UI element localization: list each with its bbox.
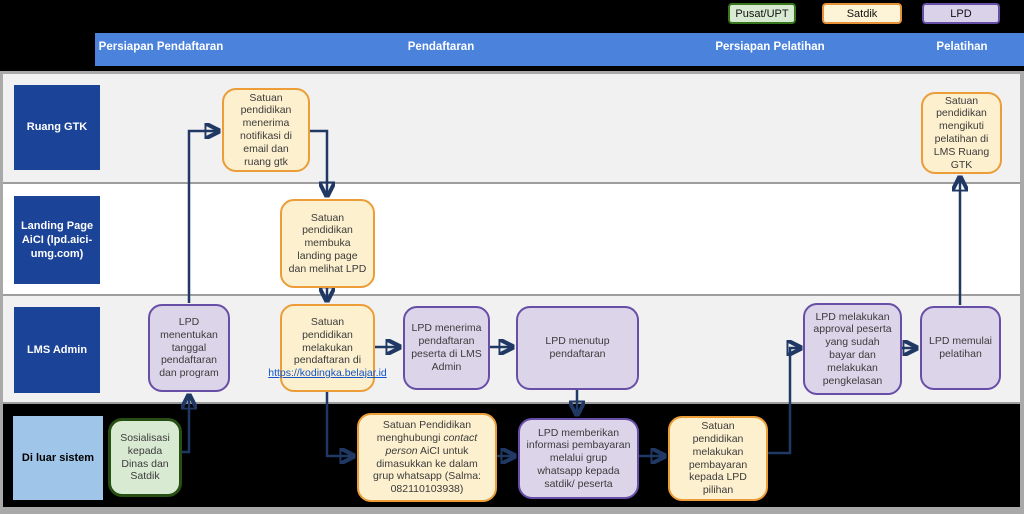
phase-pendaftaran: Pendaftaran bbox=[407, 41, 475, 53]
node-lpd-approval-pengkelasan: LPD melakukan approval peserta yang suda… bbox=[803, 303, 902, 395]
legend-satdik: Satdik bbox=[822, 3, 902, 24]
node-sosialisasi-dinas-satdik: Sosialisasi kepada Dinas dan Satdik bbox=[108, 418, 182, 497]
node-lpd-memulai-pelatihan: LPD memulai pelatihan bbox=[920, 306, 1001, 390]
kodingka-belajar-link[interactable]: https://kodingka.belajar.id bbox=[268, 367, 387, 380]
node-lpd-menentukan-tanggal: LPD menentukan tanggal pendaftaran dan p… bbox=[148, 304, 230, 392]
node-satdik-mengikuti-pelatihan: Satuan pendidikan mengikuti pelatihan di… bbox=[921, 92, 1002, 174]
lane-label-di-luar-sistem: Di luar sistem bbox=[13, 416, 103, 500]
node-text: Satuan Pendidikan menghubungi contact pe… bbox=[373, 419, 481, 496]
lane-label-ruang-gtk: Ruang GTK bbox=[14, 85, 100, 170]
node-lpd-menutup-pendaftaran: LPD menutup pendaftaran bbox=[516, 306, 639, 390]
node-satdik-melakukan-pembayaran: Satuan pendidikan melakukan pembayaran k… bbox=[668, 416, 768, 501]
phase-persiapan-pelatihan: Persiapan Pelatihan bbox=[715, 41, 825, 53]
node-satdik-melakukan-pendaftaran: Satuan pendidikan melakukan pendaftaran … bbox=[268, 304, 387, 392]
lane-label-landing-page: Landing Page AiCI (lpd.aici-umg.com) bbox=[14, 196, 100, 284]
phase-pelatihan: Pelatihan bbox=[936, 41, 988, 53]
node-lpd-menerima-pendaftaran: LPD menerima pendaftaran peserta di LMS … bbox=[403, 306, 490, 390]
node-text: Satuan pendidikan melakukan pendaftaran … bbox=[293, 316, 362, 367]
node-satdik-membuka-landing-page: Satuan pendidikan membuka landing page d… bbox=[280, 199, 375, 288]
phase-persiapan-pendaftaran: Persiapan Pendaftaran bbox=[98, 41, 224, 53]
legend-pusat-upt: Pusat/UPT bbox=[728, 3, 796, 24]
legend-lpd: LPD bbox=[922, 3, 1000, 24]
phase-header-bar bbox=[95, 33, 1024, 66]
node-satdik-menghubungi-contact-person: Satuan Pendidikan menghubungi contact pe… bbox=[357, 413, 497, 502]
node-satdik-menerima-notifikasi: Satuan pendidikan menerima notifikasi di… bbox=[222, 88, 310, 172]
lane-row-ruang-gtk bbox=[3, 74, 1020, 184]
lane-label-lms-admin: LMS Admin bbox=[14, 307, 100, 393]
lane-row-landing-page bbox=[3, 184, 1020, 296]
node-lpd-informasi-pembayaran: LPD memberikan informasi pembayaran mela… bbox=[518, 418, 639, 499]
contact-person-italic: contact person bbox=[385, 431, 478, 457]
